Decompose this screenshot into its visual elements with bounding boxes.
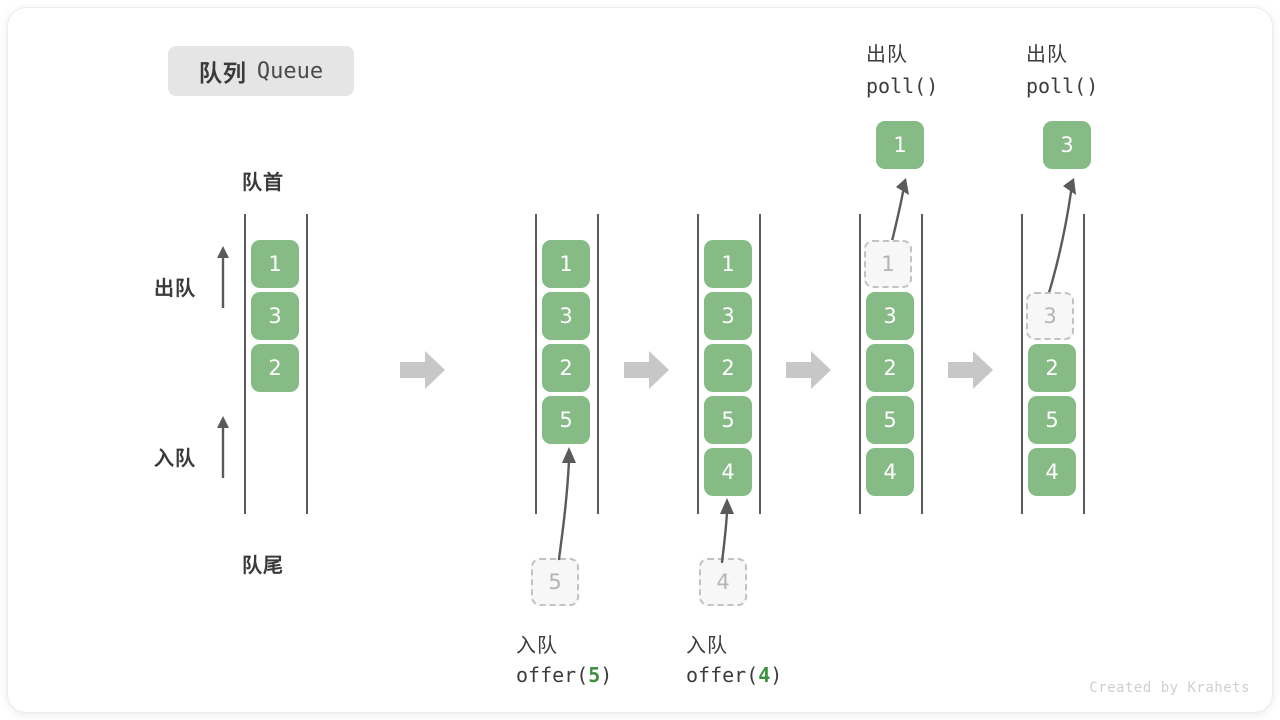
popped-cell: 3 [1043,121,1091,169]
incoming-ghost-cell: 5 [531,558,579,606]
step-arrow-icon [786,351,831,389]
op-label-code: offer(5) [516,663,612,687]
label-queue-head: 队首 [242,172,284,194]
queue-cell: 1 [704,240,752,288]
queue-cell-stack: 3 2 5 4 [1026,292,1076,496]
queue-cell: 2 [866,344,914,392]
queue-cell: 5 [704,396,752,444]
op-label-code: poll() [1026,74,1098,98]
dequeue-direction-arrow-icon [217,246,229,308]
queue-cell: 5 [866,396,914,444]
label-enqueue-legend: 入队 [154,448,196,470]
op-code-suffix: ) [926,74,939,98]
queue-cell-stack: 1 3 2 5 4 [864,240,914,496]
op-code-suffix: ) [1086,74,1099,98]
queue-rail-left [535,214,537,514]
op-label-cn: 入队 [686,635,728,657]
queue-rail-right [921,214,923,514]
queue-cell: 1 [251,240,299,288]
queue-cell-stack: 1 3 2 5 [542,240,590,444]
label-queue-tail: 队尾 [242,555,284,577]
op-code-value: 5 [588,663,601,687]
queue-cell-stack: 1 3 2 5 4 [704,240,752,496]
op-code-value: 4 [758,663,771,687]
queue-cell: 2 [542,344,590,392]
title-cn: 队列 [198,60,247,86]
queue-cell: 4 [1028,448,1076,496]
queue-cell: 2 [704,344,752,392]
queue-rail-right [306,214,308,514]
op-code-suffix: ) [770,663,783,687]
op-label-cn: 出队 [866,44,908,66]
queue-cell: 3 [251,292,299,340]
queue-cell-removed: 1 [864,240,912,288]
queue-cell: 2 [251,344,299,392]
op-label-code: poll() [866,74,938,98]
op-code-suffix: ) [600,663,613,687]
queue-cell-new: 4 [704,448,752,496]
queue-cell: 3 [542,292,590,340]
credit-text: Created by Krahets [1089,680,1250,696]
op-code-prefix: poll( [866,74,927,98]
step-arrow-icon [948,351,993,389]
op-label-cn: 出队 [1026,44,1068,66]
enqueue-direction-arrow-icon [217,416,229,478]
op-code-prefix: poll( [1026,74,1087,98]
step-arrow-icon [400,351,445,389]
enqueue-curved-arrow-icon [557,447,576,561]
enqueue-curved-arrow-icon [720,498,734,564]
label-dequeue-legend: 出队 [154,278,196,300]
title-badge: 队列 Queue [168,46,354,96]
popped-cell: 1 [876,121,924,169]
queue-cell: 1 [542,240,590,288]
queue-rail-left [859,214,861,514]
queue-cell: 3 [704,292,752,340]
queue-cell: 5 [1028,396,1076,444]
queue-rail-right [1083,214,1085,514]
queue-cell-new: 5 [542,396,590,444]
queue-cell-stack: 1 3 2 [251,240,299,392]
op-label-code: offer(4) [686,663,782,687]
op-code-prefix: offer( [686,663,759,687]
queue-cell: 4 [866,448,914,496]
queue-rail-left [697,214,699,514]
queue-rail-left [1021,214,1023,514]
queue-rail-left [244,214,246,514]
step-arrow-icon [624,351,669,389]
title-en: Queue [256,58,324,84]
queue-cell: 3 [866,292,914,340]
diagram-card: 队列 Queue 队首 出队 入队 队尾 1 3 2 1 3 2 5 [8,8,1272,712]
queue-cell-removed: 3 [1026,292,1074,340]
queue-rail-right [597,214,599,514]
queue-rail-right [759,214,761,514]
queue-cell: 2 [1028,344,1076,392]
op-label-cn: 入队 [516,635,558,657]
op-code-prefix: offer( [516,663,589,687]
